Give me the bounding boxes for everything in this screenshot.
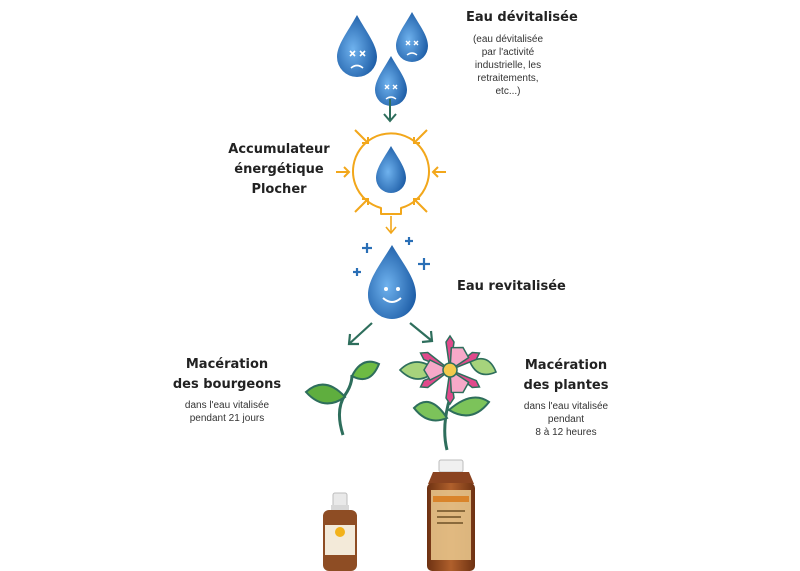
arrow-down-icon — [385, 216, 397, 235]
accumulator-icon — [336, 129, 446, 215]
sad-drop-icon — [375, 56, 407, 106]
devitalized-water-note: (eau dévitalisée par l'activité industri… — [472, 34, 544, 97]
plus-icon — [353, 237, 430, 276]
plant-maceration-title: Macération des plantes — [523, 358, 609, 393]
plant-maceration-note: dans l'eau vitalisée pendant 8 à 12 heur… — [523, 401, 609, 438]
dropper-bottle-icon — [323, 492, 357, 571]
sad-drop-icon — [396, 12, 428, 62]
sprout-icon — [304, 360, 381, 436]
sad-drop-icon — [337, 15, 377, 77]
flower-icon — [398, 334, 498, 451]
arrow-down-icon — [383, 99, 397, 123]
amber-bottle-icon — [427, 459, 475, 571]
bud-maceration-title: Macération des bourgeons — [172, 357, 282, 392]
revitalized-water-title: Eau revitalisée — [457, 279, 566, 294]
accumulator-title: Accumulateur énergétique Plocher — [228, 142, 330, 197]
arrow-left-down-icon — [347, 322, 373, 346]
devitalized-water-title: Eau dévitalisée — [466, 10, 578, 25]
happy-drop-icon — [368, 245, 416, 319]
arrow-right-down-icon — [409, 322, 434, 344]
bud-maceration-note: dans l'eau vitalisée pendant 21 jours — [184, 400, 270, 424]
